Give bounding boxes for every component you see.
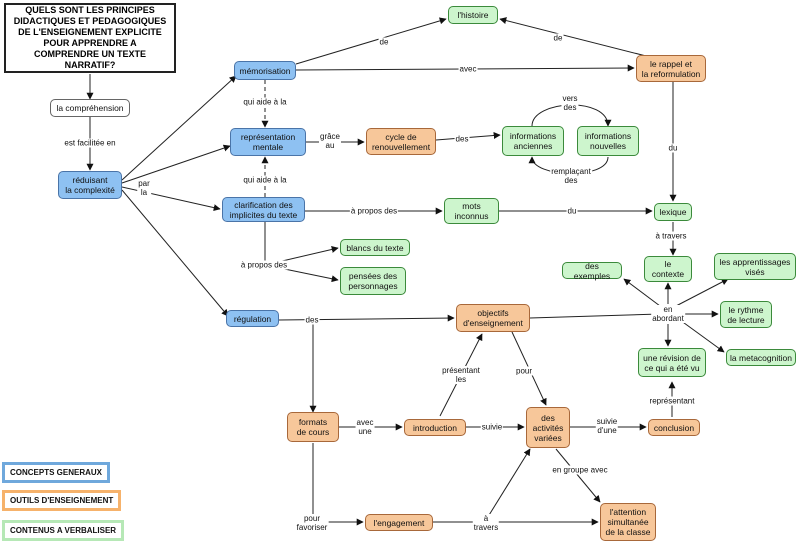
link-label-a-travers1: à travers [654, 231, 688, 241]
node-lexique: lexique [654, 203, 692, 221]
diagram-title: QUELS SONT LES PRINCIPES DIDACTIQUES ET … [4, 3, 176, 73]
node-revision: une révision de ce qui a été vu [638, 348, 706, 377]
link-label-de1: de [378, 37, 390, 47]
link-label-en-groupe: en groupe avec [551, 465, 609, 475]
node-memorisation: mémorisation [234, 61, 296, 80]
node-objectifs: objectifs d'enseignement [456, 304, 530, 332]
link-label-en-abordant: en abordant [651, 305, 685, 323]
node-clarification: clarification des implicites du texte [222, 197, 305, 222]
link-label-pour: pour [514, 366, 534, 376]
link-label-des1: des [454, 134, 470, 144]
link-label-de2: de [552, 33, 564, 43]
link-label-avec1: avec [458, 64, 478, 74]
link-label-facilitee: est facilitée en [63, 138, 117, 148]
node-histoire: l'histoire [448, 6, 498, 24]
node-representation: représentation mentale [230, 128, 306, 156]
node-metacognition: la metacognition [726, 349, 796, 366]
link-label-des2: des [304, 315, 320, 325]
node-apprentissages: les apprentissages visés [714, 253, 796, 280]
link-label-du1: du [566, 206, 578, 216]
node-rappel: le rappel et la reformulation [636, 55, 706, 82]
link-label-remplacant: remplaçant des [550, 167, 592, 185]
node-reduisant: réduisant la complexité [58, 171, 122, 199]
link-label-suivie-dune: suivie d'une [595, 417, 619, 435]
node-contexte: le contexte [644, 256, 692, 282]
node-comprehension: la compréhension [50, 99, 130, 117]
node-exemples: des exemples [562, 261, 622, 281]
node-pensees: pensées des personnages [340, 267, 406, 295]
node-introduction: introduction [404, 419, 466, 436]
link-label-representant: représentant [648, 396, 696, 406]
link-label-par-la: par la [137, 179, 151, 197]
node-regulation: régulation [226, 310, 279, 327]
link-label-du2: du [667, 143, 679, 153]
link-label-avec-une: avec une [355, 418, 375, 436]
node-engagement: l'engagement [365, 514, 433, 531]
node-infos-anciennes: informations anciennes [502, 126, 564, 156]
node-infos-nouvelles: informations nouvelles [577, 126, 639, 156]
node-blancs: blancs du texte [340, 239, 410, 256]
node-mots-inconnus: mots inconnus [444, 198, 499, 224]
link-label-qui-aide1: qui aide à la [242, 97, 288, 107]
link-label-a-propos1: à propos des [349, 206, 399, 216]
legend-outils: OUTILS D'ENSEIGNEMENT [2, 490, 122, 511]
node-formats: formats de cours [287, 412, 339, 442]
link-label-a-propos2: à propos des [239, 260, 289, 270]
legend-contenus: CONTENUS A VERBALISER [2, 520, 125, 541]
node-cycle: cycle de renouvellement [366, 128, 436, 155]
node-rythme: le rythme de lecture [720, 301, 772, 328]
link-label-grace-au: grâce au [318, 132, 342, 150]
link-label-a-travers2: à travers [472, 514, 500, 532]
legend-concepts: CONCEPTS GENERAUX [2, 462, 111, 483]
node-activites: des activités variées [526, 407, 570, 448]
link-label-pour-favoriser: pour favoriser [295, 514, 329, 532]
node-attention: l'attention simultanée de la classe [600, 503, 656, 541]
node-conclusion: conclusion [648, 419, 700, 436]
link-label-qui-aide2: qui aide à la [242, 175, 288, 185]
link-label-vers-des: vers des [561, 94, 579, 112]
link-label-suivie: suivie [480, 422, 504, 432]
link-label-presentant: présentant les [441, 366, 481, 384]
